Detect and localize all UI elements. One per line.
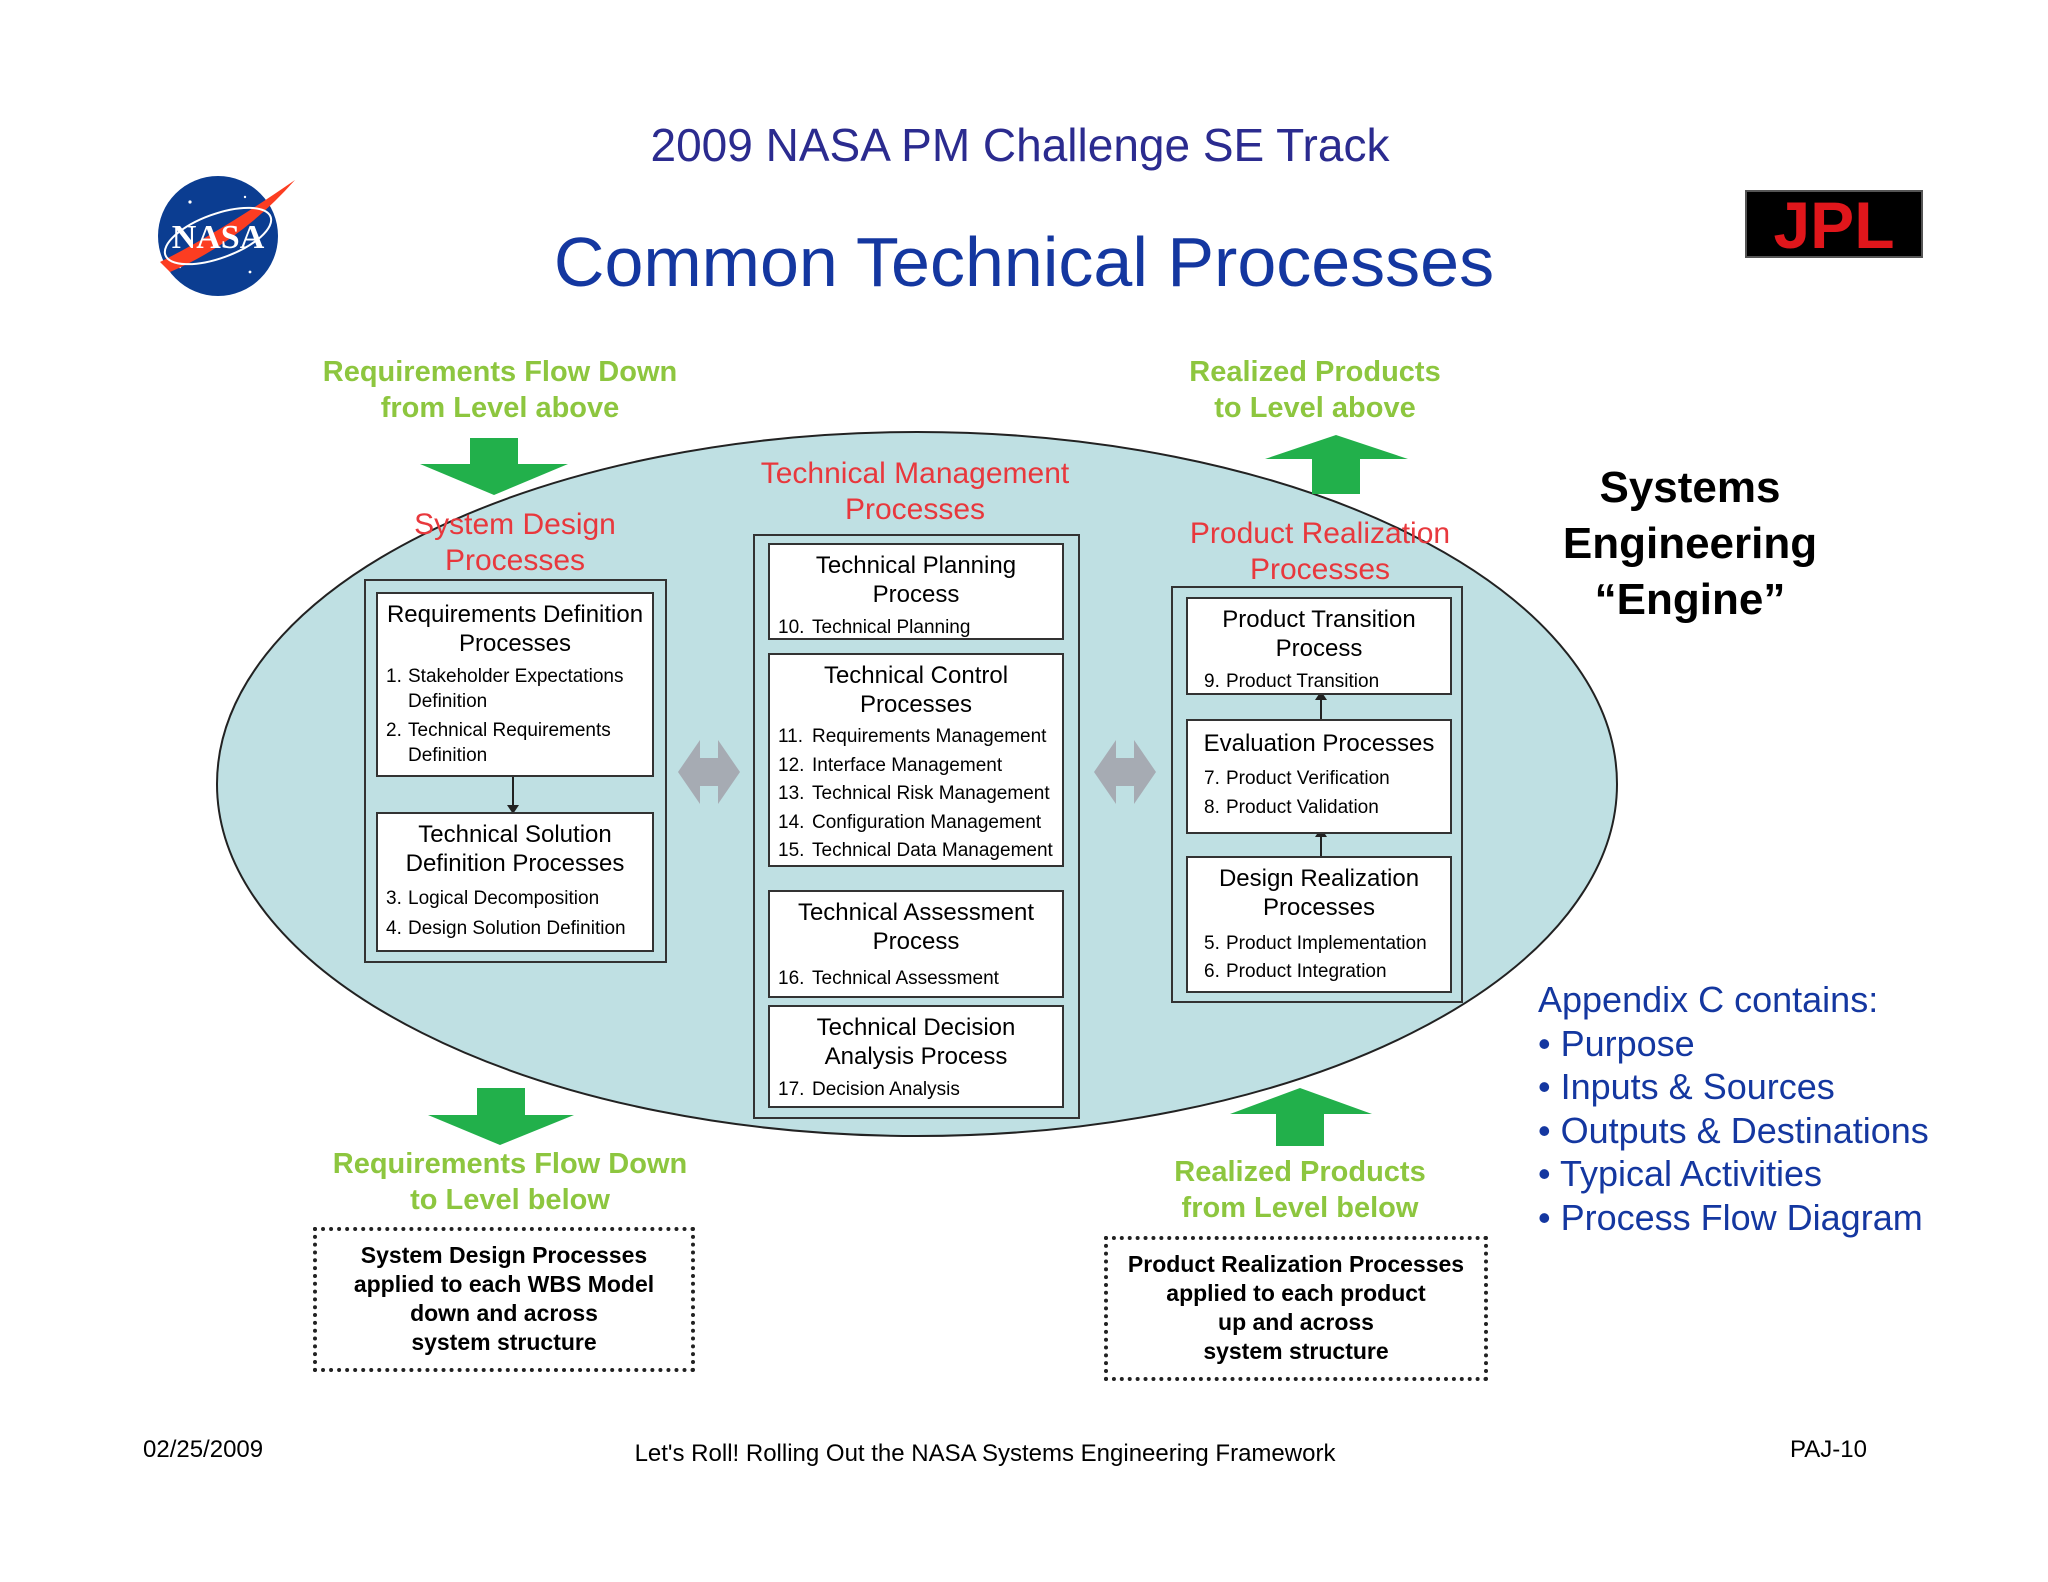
list-item: 3.Logical Decomposition <box>386 888 600 909</box>
footer-date: 02/25/2009 <box>143 1436 264 1463</box>
double-arrow-left <box>678 740 740 804</box>
list-item: 10.Technical Planning <box>778 617 971 638</box>
nasa-logo-text: NASA <box>172 219 265 256</box>
track-title: 2009 NASA PM Challenge SE Track <box>650 119 1390 171</box>
list-item: 12.Interface Management <box>778 754 1003 776</box>
nasa-logo: NASA <box>150 172 300 304</box>
arrow-down-bottom-left <box>428 1088 574 1145</box>
arrow-up-bottom-right <box>1230 1088 1372 1146</box>
list-item: 14.Configuration Management <box>778 811 1042 833</box>
list-item: • Inputs & Sources <box>1538 1066 1835 1107</box>
list-item: • Outputs & Destinations <box>1538 1109 1929 1151</box>
list-item: 8.Product Validation <box>1204 797 1379 818</box>
list-item: 15.Technical Data Management <box>778 840 1053 861</box>
jpl-logo: JPL <box>1745 188 1923 262</box>
list-item: 13.Technical Risk Management <box>778 783 1050 804</box>
appendix-list: Appendix C contains: • Purpose • Inputs … <box>1538 978 2018 1239</box>
jpl-logo-text: JPL <box>1773 190 1894 258</box>
list-item: 9.Product Transition <box>1204 671 1380 692</box>
appendix-heading: Appendix C contains: <box>1538 979 1879 1020</box>
list-item: 17.Decision Analysis <box>778 1079 960 1100</box>
list-item: 11.Requirements Management <box>778 726 1047 747</box>
footer-page-number: PAJ-10 <box>1790 1436 1867 1463</box>
list-item: 7.Product Verification <box>1204 768 1390 789</box>
arrow-down-top-left <box>420 438 568 495</box>
footer-title: Let's Roll! Rolling Out the NASA Systems… <box>634 1440 1336 1467</box>
list-item: • Process Flow Diagram <box>1538 1196 1923 1238</box>
page-title: Common Technical Processes <box>553 223 1495 301</box>
list-item: • Typical Activities <box>1538 1153 1823 1194</box>
list-item: 6.Product Integration <box>1204 961 1387 982</box>
double-arrow-right <box>1094 740 1156 804</box>
box-evaluation: Evaluation Processes 7.Product Verificat… <box>1186 719 1452 834</box>
list-item: 5.Product Implementation <box>1204 933 1427 954</box>
list-item: 4.Design Solution Definition <box>386 918 626 939</box>
list-item: • Purpose <box>1538 1022 1695 1064</box>
list-item: 16.Technical Assessment <box>778 968 999 989</box>
arrow-up-top-right <box>1265 435 1408 494</box>
